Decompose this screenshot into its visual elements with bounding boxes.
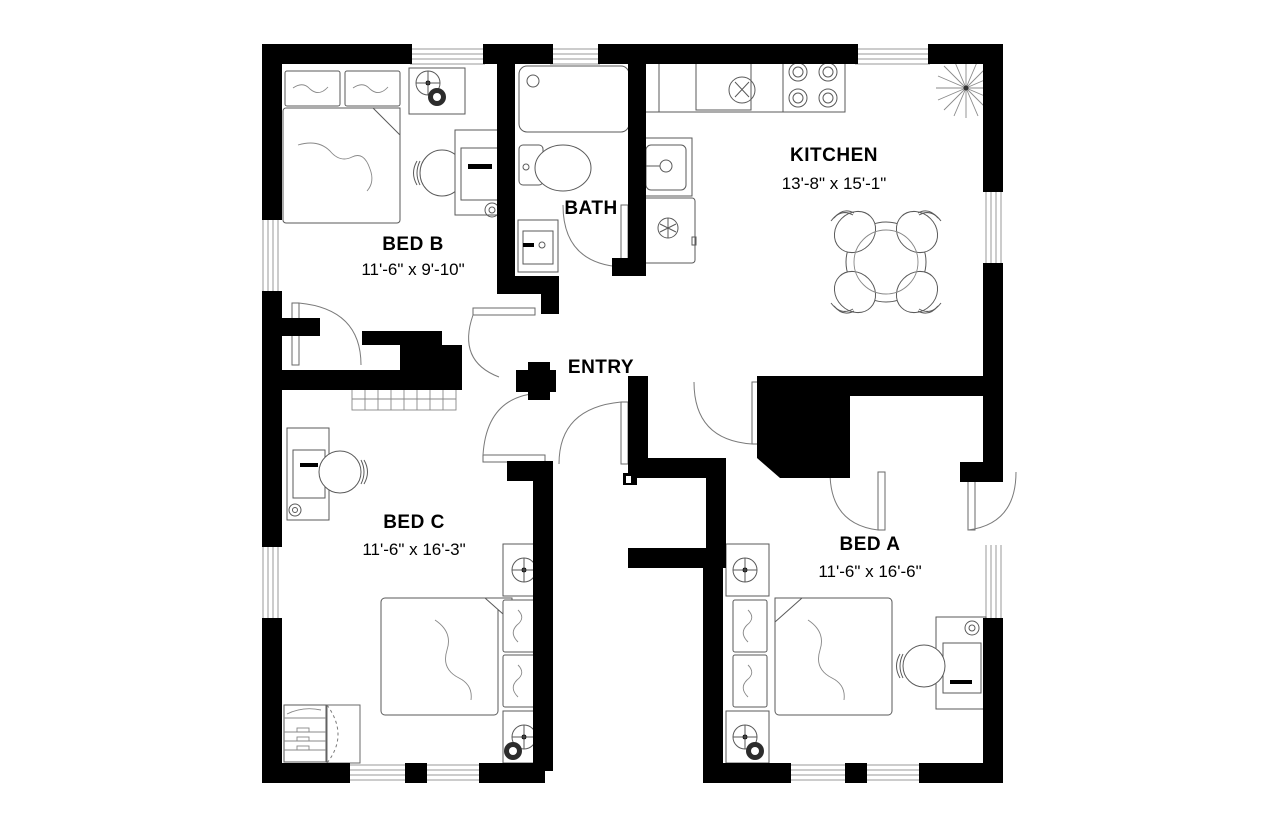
- wall-bath-kitchen-foot: [612, 258, 646, 276]
- bed-a-plant-icon: [746, 742, 764, 760]
- bed-a-mattress: [774, 597, 893, 716]
- wall-left-1: [262, 44, 282, 220]
- kitchen-microwave: [695, 57, 752, 111]
- bed-c-chair: [318, 450, 368, 494]
- label-bed-c-dim: 11'-6" x 16'-3": [362, 540, 465, 559]
- wall-bedb-bath: [497, 44, 515, 294]
- wall-left-3: [262, 618, 282, 770]
- walls: [262, 44, 1003, 783]
- bed-b-pillow-left: [284, 70, 341, 107]
- bed-b-furniture: [282, 67, 506, 224]
- bed-a-furniture: [725, 543, 987, 764]
- bed-c-pillow-top: [502, 599, 538, 653]
- wall-bottom-mullion-r: [845, 763, 867, 783]
- label-bed-a-dim: 11'-6" x 16'-6": [818, 562, 921, 581]
- bed-b-turndown: [371, 107, 401, 137]
- wall-entry-nub-2: [528, 362, 550, 400]
- wall-entry-a-4: [628, 548, 726, 568]
- wall-bedb-bottom-1: [262, 318, 320, 336]
- bed-b-pillow-right: [344, 70, 401, 107]
- bed-a-lamp-top-icon: [732, 557, 758, 583]
- wall-entry-a-3: [706, 458, 726, 568]
- wall-hall-closet-bottom: [262, 370, 462, 390]
- dining-chair-ne: [895, 210, 942, 254]
- bed-b-chair: [413, 149, 465, 197]
- wall-top-3: [598, 44, 858, 64]
- bed-a-closet-solid: [757, 376, 850, 458]
- window-glazing: [262, 48, 1002, 781]
- wall-right-2: [983, 263, 1003, 383]
- bath-vanity: [517, 219, 559, 273]
- label-kitchen-dim: 13'-8" x 15'-1": [782, 174, 887, 193]
- wall-bottom-l2: [479, 763, 545, 783]
- wall-bath-bottom-jog: [541, 276, 559, 314]
- kitchen-plant-icon: [936, 58, 996, 118]
- dining-chair-se: [895, 270, 942, 314]
- label-bed-b-dim: 11'-6" x 9'-10": [361, 260, 464, 279]
- wall-bed-a-left: [703, 548, 723, 773]
- label-bed-b-name: BED B: [382, 234, 444, 255]
- room-labels: BED B 11'-6" x 9'-10" BATH KITCHEN 13'-8…: [361, 145, 921, 581]
- label-bath-name: BATH: [564, 198, 617, 219]
- dining-chair-sw: [830, 270, 877, 314]
- closet-solid-block: [400, 331, 442, 370]
- bed-b-mattress: [282, 107, 401, 224]
- wall-top-2: [483, 44, 553, 64]
- bathtub-drain: [526, 74, 540, 88]
- wall-bottom-l1: [262, 763, 350, 783]
- bath-fixtures: [517, 65, 630, 273]
- toilet: [518, 144, 592, 192]
- wall-bottom-r1: [703, 763, 791, 783]
- wall-entry-a-1: [628, 376, 648, 476]
- bed-c-furniture: [283, 427, 547, 764]
- bed-c-pillow-bottom: [502, 654, 538, 708]
- bed-a-pillow-bottom: [732, 654, 768, 708]
- dining-set: [830, 210, 942, 314]
- bed-c-plant-icon: [504, 742, 522, 760]
- label-entry-name: ENTRY: [568, 357, 634, 378]
- bed-c-lamp-top-icon: [511, 557, 537, 583]
- wall-beda-closet-right: [960, 462, 1003, 482]
- entry-closet-shelving: [351, 387, 457, 411]
- wall-bottom-r2: [919, 763, 1003, 783]
- wall-bath-kitchen: [628, 44, 646, 274]
- wall-tick-notch: [626, 476, 631, 483]
- wall-bottom-mullion-l: [405, 763, 427, 783]
- label-kitchen-name: KITCHEN: [790, 145, 878, 166]
- microwave-icon: [728, 76, 756, 104]
- bed-a-pillow-top: [732, 599, 768, 653]
- bed-a-closet-solid-2: [757, 458, 850, 478]
- closet-solid-block-2: [442, 345, 462, 390]
- door-hall-upper: [468, 307, 536, 378]
- dining-chair-nw: [830, 210, 877, 254]
- wall-bedc-right-jog: [507, 461, 553, 481]
- bed-b-lamp-icon: [415, 70, 441, 96]
- bed-a-lamp-bottom-icon: [732, 724, 758, 750]
- wall-right-1: [983, 44, 1003, 192]
- doors: [291, 204, 1017, 531]
- label-bed-c-name: BED C: [383, 512, 445, 533]
- bed-a-turndown: [774, 597, 804, 624]
- wall-top-1: [262, 44, 412, 64]
- bed-a-chair: [896, 644, 946, 688]
- bed-b-plant-icon: [428, 88, 446, 106]
- wall-right-4: [983, 618, 1003, 770]
- wall-right-3: [983, 383, 1003, 473]
- wall-entry-a-2: [628, 458, 724, 478]
- bed-b-desk-top: [460, 147, 500, 201]
- wall-bedc-right: [533, 461, 553, 771]
- bed-c-closet: [283, 704, 361, 764]
- wall-left-2: [262, 291, 282, 547]
- bed-c-mattress: [380, 597, 499, 716]
- label-bed-a-name: BED A: [840, 534, 901, 555]
- kitchen-sink: [639, 137, 693, 197]
